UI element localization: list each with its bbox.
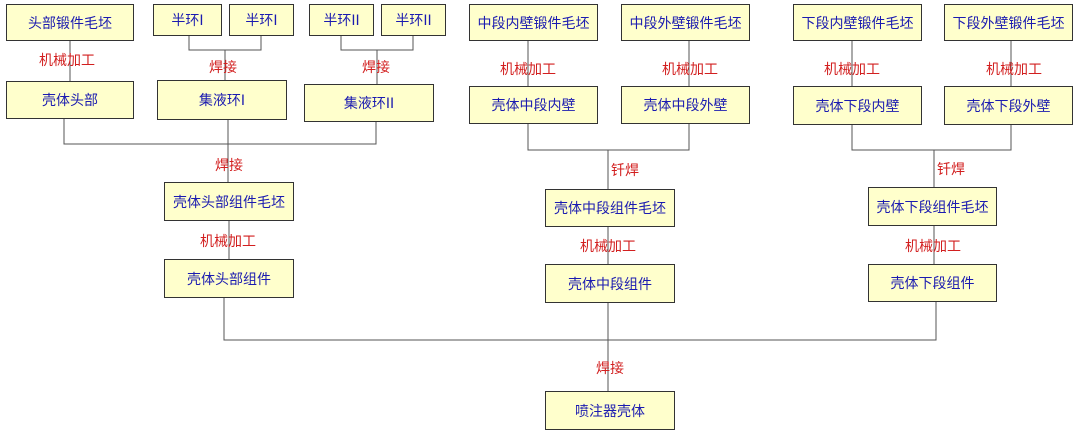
node-shell-lower-assembly: 壳体下段组件 bbox=[868, 264, 997, 302]
node-half-ring-1a: 半环I bbox=[153, 4, 222, 36]
connector bbox=[223, 298, 937, 341]
node-half-ring-2b: 半环II bbox=[381, 4, 446, 36]
operation-label: 机械加工 bbox=[580, 239, 636, 255]
operation-label: 机械加工 bbox=[824, 62, 880, 78]
node-middle-inner-forging: 中段内壁锻件毛坯 bbox=[469, 4, 598, 41]
operation-label: 机械加工 bbox=[662, 62, 718, 78]
operation-label: 机械加工 bbox=[200, 234, 256, 250]
operation-label: 机械加工 bbox=[39, 53, 95, 69]
connector bbox=[63, 119, 377, 145]
node-middle-outer-forging: 中段外壁锻件毛坯 bbox=[621, 4, 750, 41]
operation-label: 焊接 bbox=[362, 60, 390, 76]
node-half-ring-2a: 半环II bbox=[309, 4, 374, 36]
operation-label: 钎焊 bbox=[937, 162, 965, 178]
node-half-ring-1b: 半环I bbox=[229, 4, 294, 36]
connector bbox=[188, 36, 262, 51]
node-lower-outer-forging: 下段外壁锻件毛坯 bbox=[944, 4, 1073, 41]
node-shell-middle-inner: 壳体中段内壁 bbox=[469, 86, 598, 124]
operation-label: 焊接 bbox=[209, 60, 237, 76]
node-collector-ring-1: 集液环I bbox=[157, 80, 287, 120]
node-shell-head-assembly-blank: 壳体头部组件毛坯 bbox=[164, 182, 294, 221]
node-shell-middle-outer: 壳体中段外壁 bbox=[621, 86, 750, 124]
node-collector-ring-2: 集液环II bbox=[304, 84, 434, 122]
operation-label: 机械加工 bbox=[905, 239, 961, 255]
node-injector-shell: 喷注器壳体 bbox=[545, 391, 675, 430]
operation-label: 焊接 bbox=[215, 158, 243, 174]
node-shell-middle-assembly-blank: 壳体中段组件毛坯 bbox=[545, 189, 675, 227]
operation-label: 机械加工 bbox=[986, 62, 1042, 78]
node-lower-inner-forging: 下段内壁锻件毛坯 bbox=[793, 4, 922, 41]
node-shell-head-assembly: 壳体头部组件 bbox=[164, 259, 294, 298]
node-shell-lower-inner: 壳体下段内壁 bbox=[793, 86, 922, 125]
operation-label: 机械加工 bbox=[500, 62, 556, 78]
operation-label: 钎焊 bbox=[611, 163, 639, 179]
connector bbox=[851, 125, 1012, 151]
node-shell-head: 壳体头部 bbox=[6, 81, 134, 119]
operation-label: 焊接 bbox=[596, 361, 624, 377]
connector bbox=[340, 36, 414, 51]
node-shell-lower-assembly-blank: 壳体下段组件毛坯 bbox=[868, 187, 997, 226]
node-shell-middle-assembly: 壳体中段组件 bbox=[545, 264, 675, 303]
node-head-forging-blank: 头部锻件毛坯 bbox=[6, 4, 134, 41]
connector bbox=[527, 124, 690, 151]
node-shell-lower-outer: 壳体下段外壁 bbox=[944, 86, 1073, 125]
